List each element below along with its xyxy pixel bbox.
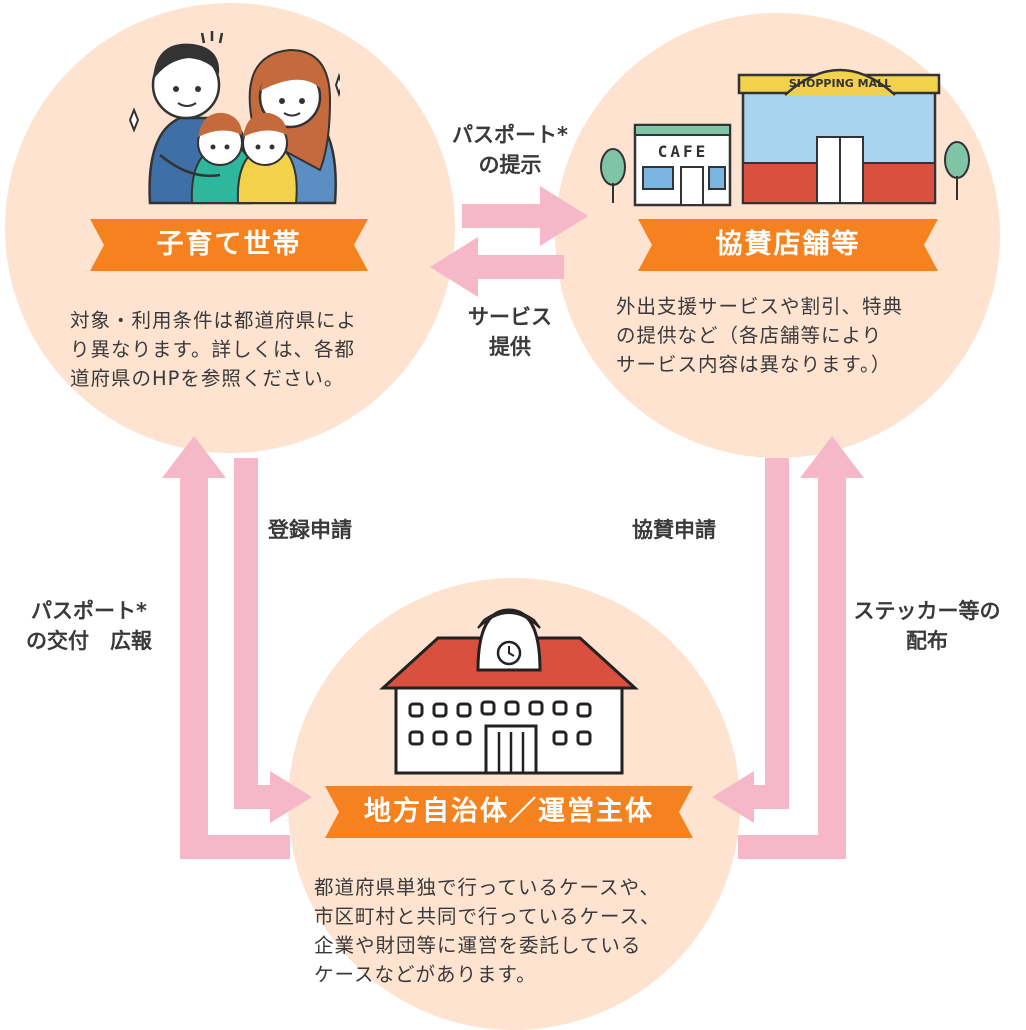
stores-title: 協賛店舗等 [715, 229, 861, 260]
desc-line: ケースなどがあります。 [314, 963, 537, 986]
label-line: 提供 [489, 335, 531, 359]
arrow-sponsor-apply [712, 458, 789, 823]
label-register: 登録申請 [268, 515, 398, 545]
government-banner: 地方自治体／運営主体 [325, 786, 693, 838]
desc-line: 道府県のHPを参照ください。 [70, 367, 345, 390]
household-desc: 対象・利用条件は都道府県によ り異なります。詳しくは、各都 道府県のHPを参照く… [70, 306, 430, 393]
label-passport-present: パスポート* の提示 [430, 120, 590, 180]
arrow-register [234, 458, 312, 823]
label-sticker: ステッカー等の 配布 [832, 596, 1022, 656]
arrow-passport-present [462, 186, 588, 246]
label-line: ステッカー等の [853, 599, 1001, 623]
label-line: サービス [468, 305, 552, 329]
shops-illustration-icon: CAFE SHOPPING MALL [600, 68, 970, 207]
label-line: の提示 [478, 153, 542, 177]
label-sponsor-apply: 協賛申請 [632, 515, 762, 545]
desc-line: 企業や財団等に運営を委託している [314, 934, 642, 957]
government-desc: 都道府県単独で行っているケースや、 市区町村と共同で行っているケース、 企業や財… [314, 873, 734, 989]
arrow-service-provide [430, 237, 564, 297]
label-line: 配布 [906, 629, 948, 653]
mall-sign: SHOPPING MALL [789, 77, 891, 90]
town-hall-illustration-icon [379, 608, 639, 775]
government-title: 地方自治体／運営主体 [364, 796, 654, 827]
arrow-sticker [738, 436, 864, 859]
label-service-provide: サービス 提供 [440, 302, 580, 362]
stores-banner: 協賛店舗等 [638, 219, 938, 271]
desc-line: の提供など（各店舗等により [616, 324, 883, 347]
desc-line: 対象・利用条件は都道府県によ [70, 309, 358, 332]
stores-desc: 外出支援サービスや割引、特典 の提供など（各店舗等により サービス内容は異なりま… [616, 292, 976, 379]
cafe-sign: CAFE [658, 142, 709, 161]
desc-line: り異なります。詳しくは、各都 [70, 338, 356, 361]
desc-line: サービス内容は異なります。） [616, 353, 892, 376]
label-line: パスポート* [452, 123, 568, 147]
label-line: 登録申請 [268, 518, 352, 542]
desc-line: 外出支援サービスや割引、特典 [616, 295, 904, 318]
label-line: 協賛申請 [632, 518, 716, 542]
desc-line: 都道府県単独で行っているケースや、 [314, 876, 660, 899]
label-passport-issue: パスポート* の交付 広報 [0, 596, 178, 656]
family-illustration-icon [128, 31, 340, 205]
desc-line: 市区町村と共同で行っているケース、 [314, 905, 661, 928]
label-line: の交付 広報 [26, 629, 152, 653]
household-banner: 子育て世帯 [90, 219, 368, 271]
household-title: 子育て世帯 [156, 229, 302, 260]
label-line: パスポート* [31, 599, 147, 623]
arrow-passport-issue [162, 436, 290, 859]
